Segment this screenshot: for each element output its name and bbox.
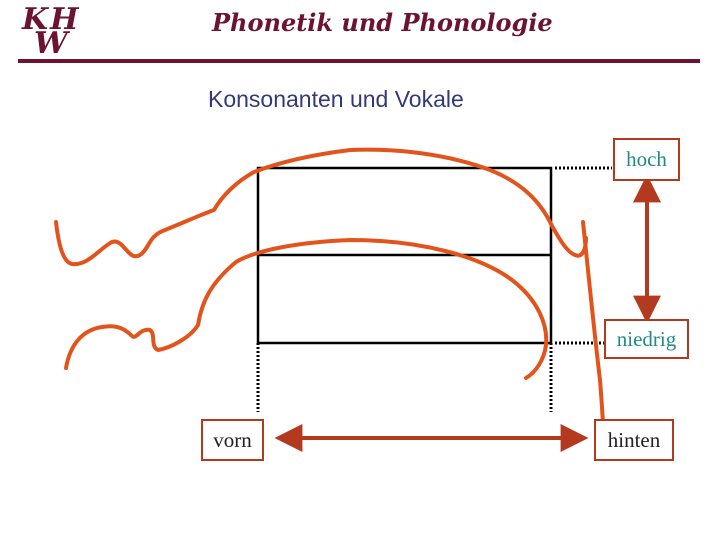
label-back: hinten — [594, 419, 674, 461]
label-low: niedrig — [604, 319, 689, 359]
low-tongue-contour — [66, 240, 546, 378]
label-front: vorn — [201, 419, 264, 461]
vowel-space-grid — [258, 168, 612, 412]
label-high: hoch — [613, 138, 680, 181]
